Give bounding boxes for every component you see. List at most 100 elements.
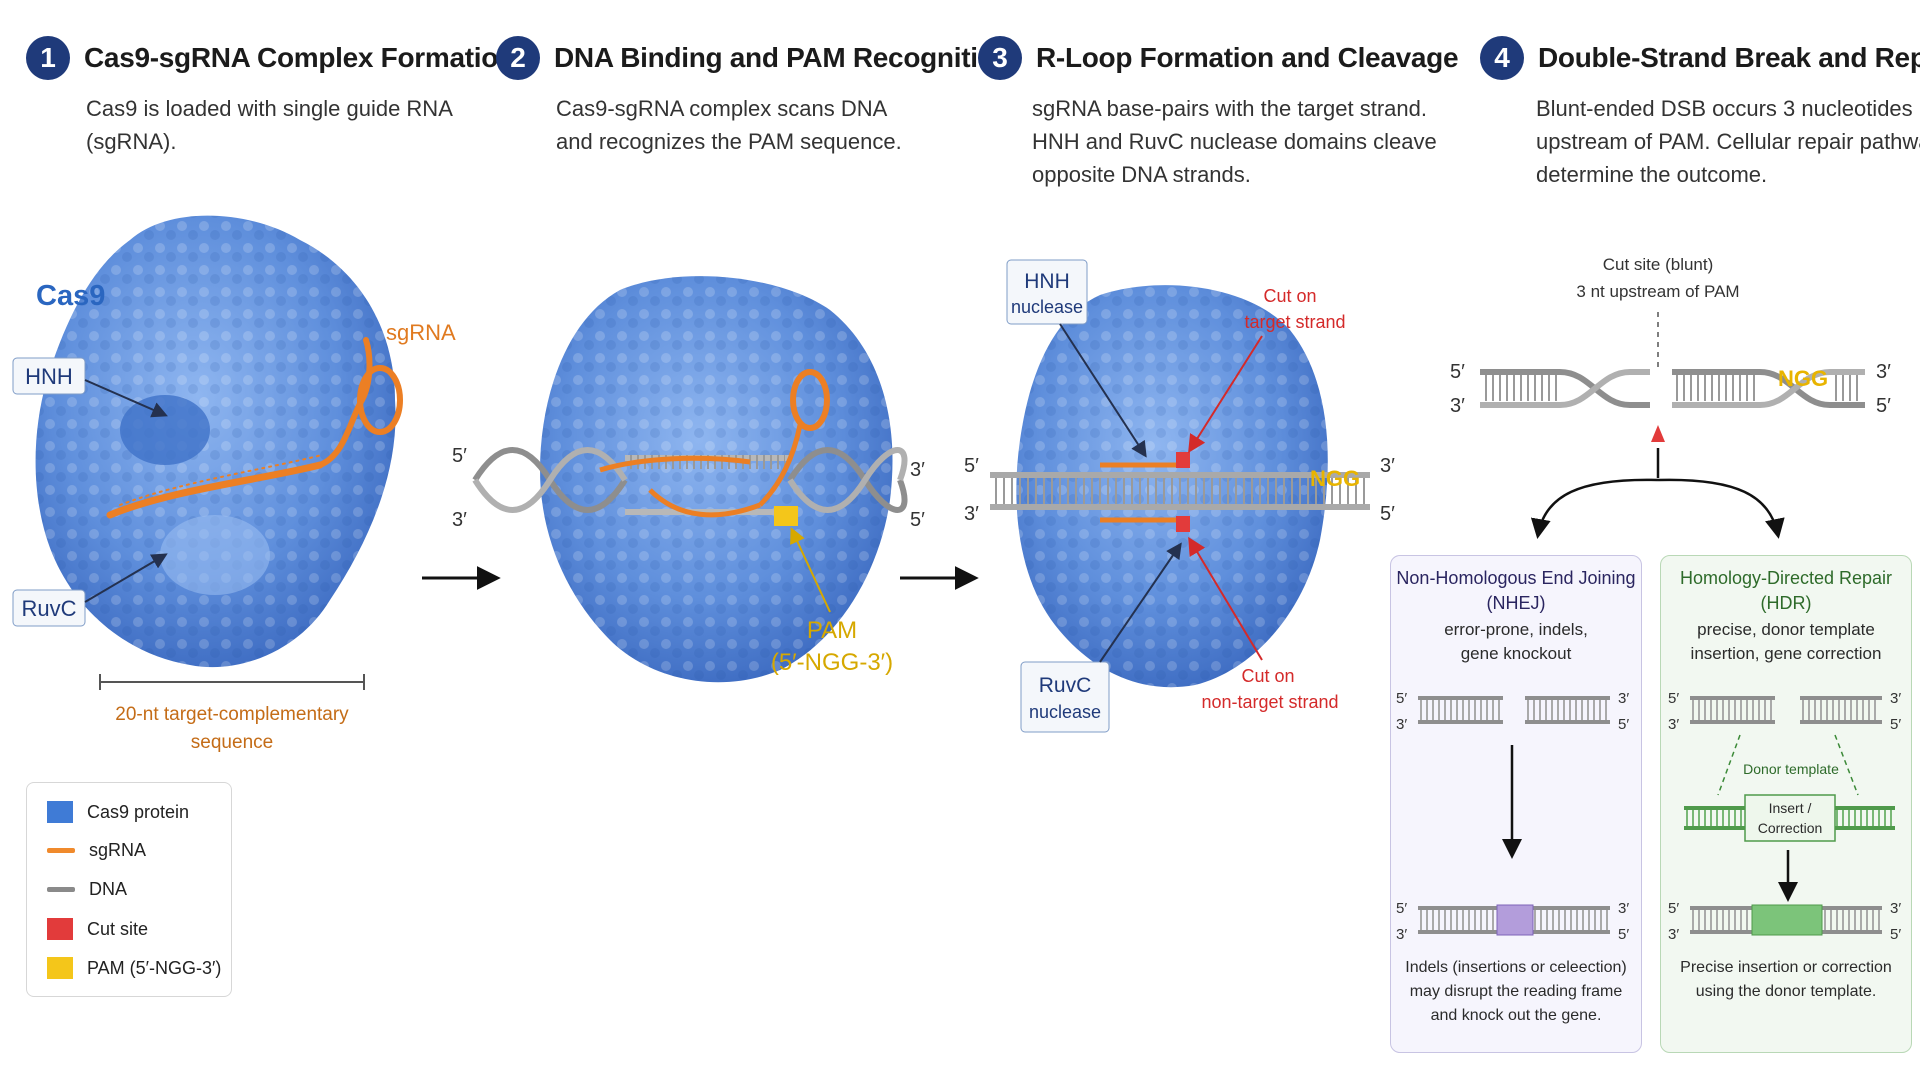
hdr-broken-ends — [1690, 696, 1882, 724]
legend-item-sgrna: sgRNA — [47, 840, 146, 861]
legend-item-cut: Cut site — [47, 918, 148, 940]
three-prime-label: 3′ — [1668, 716, 1679, 733]
swatch-cut — [47, 918, 73, 940]
sgrna-loop — [790, 369, 830, 431]
nhej-panel: Non-Homologous End Joining (NHEJ) error-… — [1390, 555, 1642, 1053]
span-label-line: 20-nt target-complementary — [115, 704, 349, 725]
legend-label: Cut site — [87, 918, 149, 939]
cut-site-label: 3 nt upstream of PAM — [1576, 282, 1739, 301]
panel-2-binding: 5′ 3′ 3′ 5′ PAM (5′-NGG-3′) — [452, 276, 925, 683]
hdr-title-line: Homology-Directed Repair — [1679, 568, 1893, 588]
legend-item-pam: PAM (5′-NGG-3′) — [47, 957, 221, 979]
ngg-label: NGG — [1778, 366, 1828, 391]
insert-label: Insert / — [1769, 800, 1812, 816]
cas9-protein-icon — [35, 215, 396, 668]
five-prime-label: 5′ — [1876, 395, 1891, 417]
nhej-subtitle: error-prone, indels, gene knockout — [1391, 618, 1641, 666]
three-prime-label: 3′ — [1618, 900, 1629, 917]
pam-pointer — [790, 527, 831, 613]
cut-nontarget-pointer — [1188, 536, 1263, 661]
cut-site-marker — [1651, 425, 1665, 442]
hdr-repaired-dna — [1690, 904, 1882, 936]
nhej-sub-line: error-prone, indels, — [1444, 620, 1588, 639]
step-1: 1 Cas9-sgRNA Complex Formation Cas9 is l… — [26, 36, 515, 158]
ruvc-box-line: RuvC — [1039, 674, 1092, 697]
nhej-repaired-dna — [1418, 904, 1610, 936]
pam-label-line: (5′-NGG-3′) — [771, 649, 893, 676]
step-title: Double-Strand Break and Repair — [1538, 42, 1920, 73]
legend-label: PAM (5′-NGG-3′) — [87, 957, 222, 978]
five-prime-label: 5′ — [1890, 926, 1901, 943]
legend-label: DNA — [89, 879, 128, 899]
step-description: Cas9-sgRNA complex scans DNA and recogni… — [556, 96, 902, 154]
sgrna-label: sgRNA — [386, 320, 456, 345]
hdr-title-line: (HDR) — [1760, 593, 1812, 613]
pam-label-line: PAM — [807, 617, 857, 644]
step-3: 3 R-Loop Formation and Cleavage sgRNA ba… — [978, 36, 1459, 191]
donor-guide-left — [1717, 734, 1741, 796]
hnh-box-line: nuclease — [1011, 297, 1083, 317]
hdr-title: Homology-Directed Repair (HDR) — [1661, 566, 1911, 616]
nhej-title-line: Non-Homologous End Joining — [1396, 568, 1636, 588]
ruvc-label-box — [12, 589, 86, 627]
cut-target-label: target strand — [1244, 312, 1345, 332]
step-title: R-Loop Formation and Cleavage — [1036, 42, 1459, 73]
broken-dna-right — [1672, 369, 1865, 408]
ruvc-pointer — [1099, 542, 1182, 663]
five-prime-label: 5′ — [1668, 690, 1679, 707]
cut-nontarget-label: Cut on — [1241, 666, 1294, 686]
hnh-pointer — [84, 379, 168, 418]
step-number-badge: 3 — [978, 36, 1022, 80]
five-prime-label: 5′ — [1890, 716, 1901, 733]
five-prime-label: 5′ — [1396, 690, 1407, 707]
five-prime-label: 5′ — [1450, 361, 1465, 383]
three-prime-label: 3′ — [1668, 926, 1679, 943]
five-prime-label: 5′ — [964, 455, 979, 477]
hdr-note: Precise insertion or correction using th… — [1680, 959, 1892, 1000]
step-number-badge: 2 — [496, 36, 540, 80]
hnh-label: HNH — [25, 364, 73, 389]
step-4: 4 Double-Strand Break and Repair Blunt-e… — [1480, 36, 1920, 191]
three-prime-label: 3′ — [452, 509, 467, 531]
nhej-broken-ends — [1418, 696, 1610, 724]
three-prime-label: 3′ — [1876, 361, 1891, 383]
ruvc-nuclease-box — [1020, 661, 1110, 733]
hnh-nuclease-box — [1006, 259, 1088, 325]
step-2: 2 DNA Binding and PAM Recognition Cas9-s… — [496, 36, 1012, 158]
pam-marker — [774, 506, 798, 526]
correction-marker — [1751, 904, 1823, 936]
hnh-pointer — [1059, 323, 1147, 458]
hnh-box-line: HNH — [1024, 270, 1070, 293]
ngg-label: NGG — [1310, 466, 1360, 491]
donor-guide-right — [1834, 734, 1859, 796]
three-prime-label: 3′ — [964, 503, 979, 525]
cas9-label: Cas9 — [36, 280, 105, 312]
five-prime-label: 5′ — [1380, 503, 1395, 525]
ruvc-label: RuvC — [21, 596, 76, 621]
step-number-badge: 4 — [1480, 36, 1524, 80]
swatch-cas9 — [47, 801, 73, 823]
legend-label: sgRNA — [89, 840, 147, 860]
hnh-label-box — [12, 357, 86, 395]
sgrna-strand — [106, 337, 403, 519]
three-prime-label: 3′ — [1380, 455, 1395, 477]
five-prime-label: 5′ — [1618, 926, 1629, 943]
cut-nontarget-label: non-target strand — [1201, 692, 1338, 712]
nhej-title-line: (NHEJ) — [1486, 593, 1546, 613]
step-title: DNA Binding and PAM Recognition — [554, 42, 1012, 73]
insert-box — [1744, 794, 1836, 842]
dna-duplex — [990, 472, 1370, 510]
legend: Cas9 protein sgRNA DNA Cut site PAM (5′-… — [26, 782, 232, 997]
ruvc-box-line: nuclease — [1029, 702, 1101, 722]
step-title: Cas9-sgRNA Complex Formation — [84, 42, 515, 73]
donor-template — [1684, 794, 1895, 842]
panel-1-complex: Cas9 sgRNA HNH RuvC 20-nt target-complem… — [12, 215, 456, 753]
swatch-sgrna — [47, 848, 75, 853]
three-prime-label: 3′ — [910, 459, 925, 481]
swatch-dna — [47, 887, 75, 892]
panel-4-dsb: Cut site (blunt) 3 nt upstream of PAM NG… — [1450, 255, 1891, 539]
cut-site-target — [1176, 452, 1190, 468]
nhej-sub-line: gene knockout — [1460, 644, 1572, 663]
indel-marker — [1496, 904, 1534, 936]
step-description: Blunt-ended DSB occurs 3 nucleotides ups… — [1536, 96, 1920, 187]
